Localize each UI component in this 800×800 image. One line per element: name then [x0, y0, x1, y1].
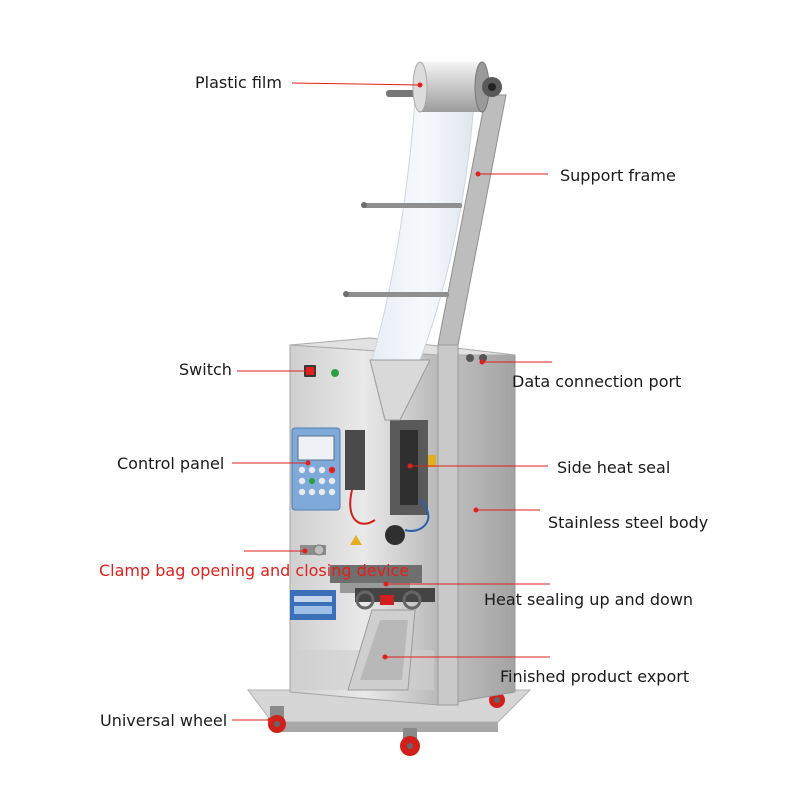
leader-lines — [232, 82, 552, 723]
control-panel-icon — [291, 427, 341, 511]
label-finished-product-export: Finished product export — [500, 667, 690, 686]
label-switch: Switch — [179, 360, 232, 379]
plastic-film-web-icon — [369, 84, 476, 421]
plastic-film-roll-icon — [386, 61, 502, 113]
label-data-connection-port: Data connection port — [512, 372, 682, 391]
label-control-panel: Control panel — [117, 454, 225, 473]
leader-plastic-film — [291, 82, 421, 86]
label-heat-sealing: Heat sealing up and down — [484, 590, 694, 609]
support-frame-icon — [343, 94, 507, 706]
finished-product-chute-icon — [347, 609, 416, 691]
label-plastic-film: Plastic film — [195, 73, 282, 92]
label-clamp-bag-device: Clamp bag opening and closing device — [99, 561, 410, 580]
label-universal-wheel: Universal wheel — [100, 711, 228, 730]
label-side-heat-seal: Side heat seal — [557, 458, 671, 477]
heat-sealing-bars-icon — [355, 588, 435, 610]
label-support-frame: Support frame — [560, 166, 676, 185]
sticker-plate — [290, 590, 336, 620]
label-stainless-steel-body: Stainless steel body — [548, 513, 709, 532]
